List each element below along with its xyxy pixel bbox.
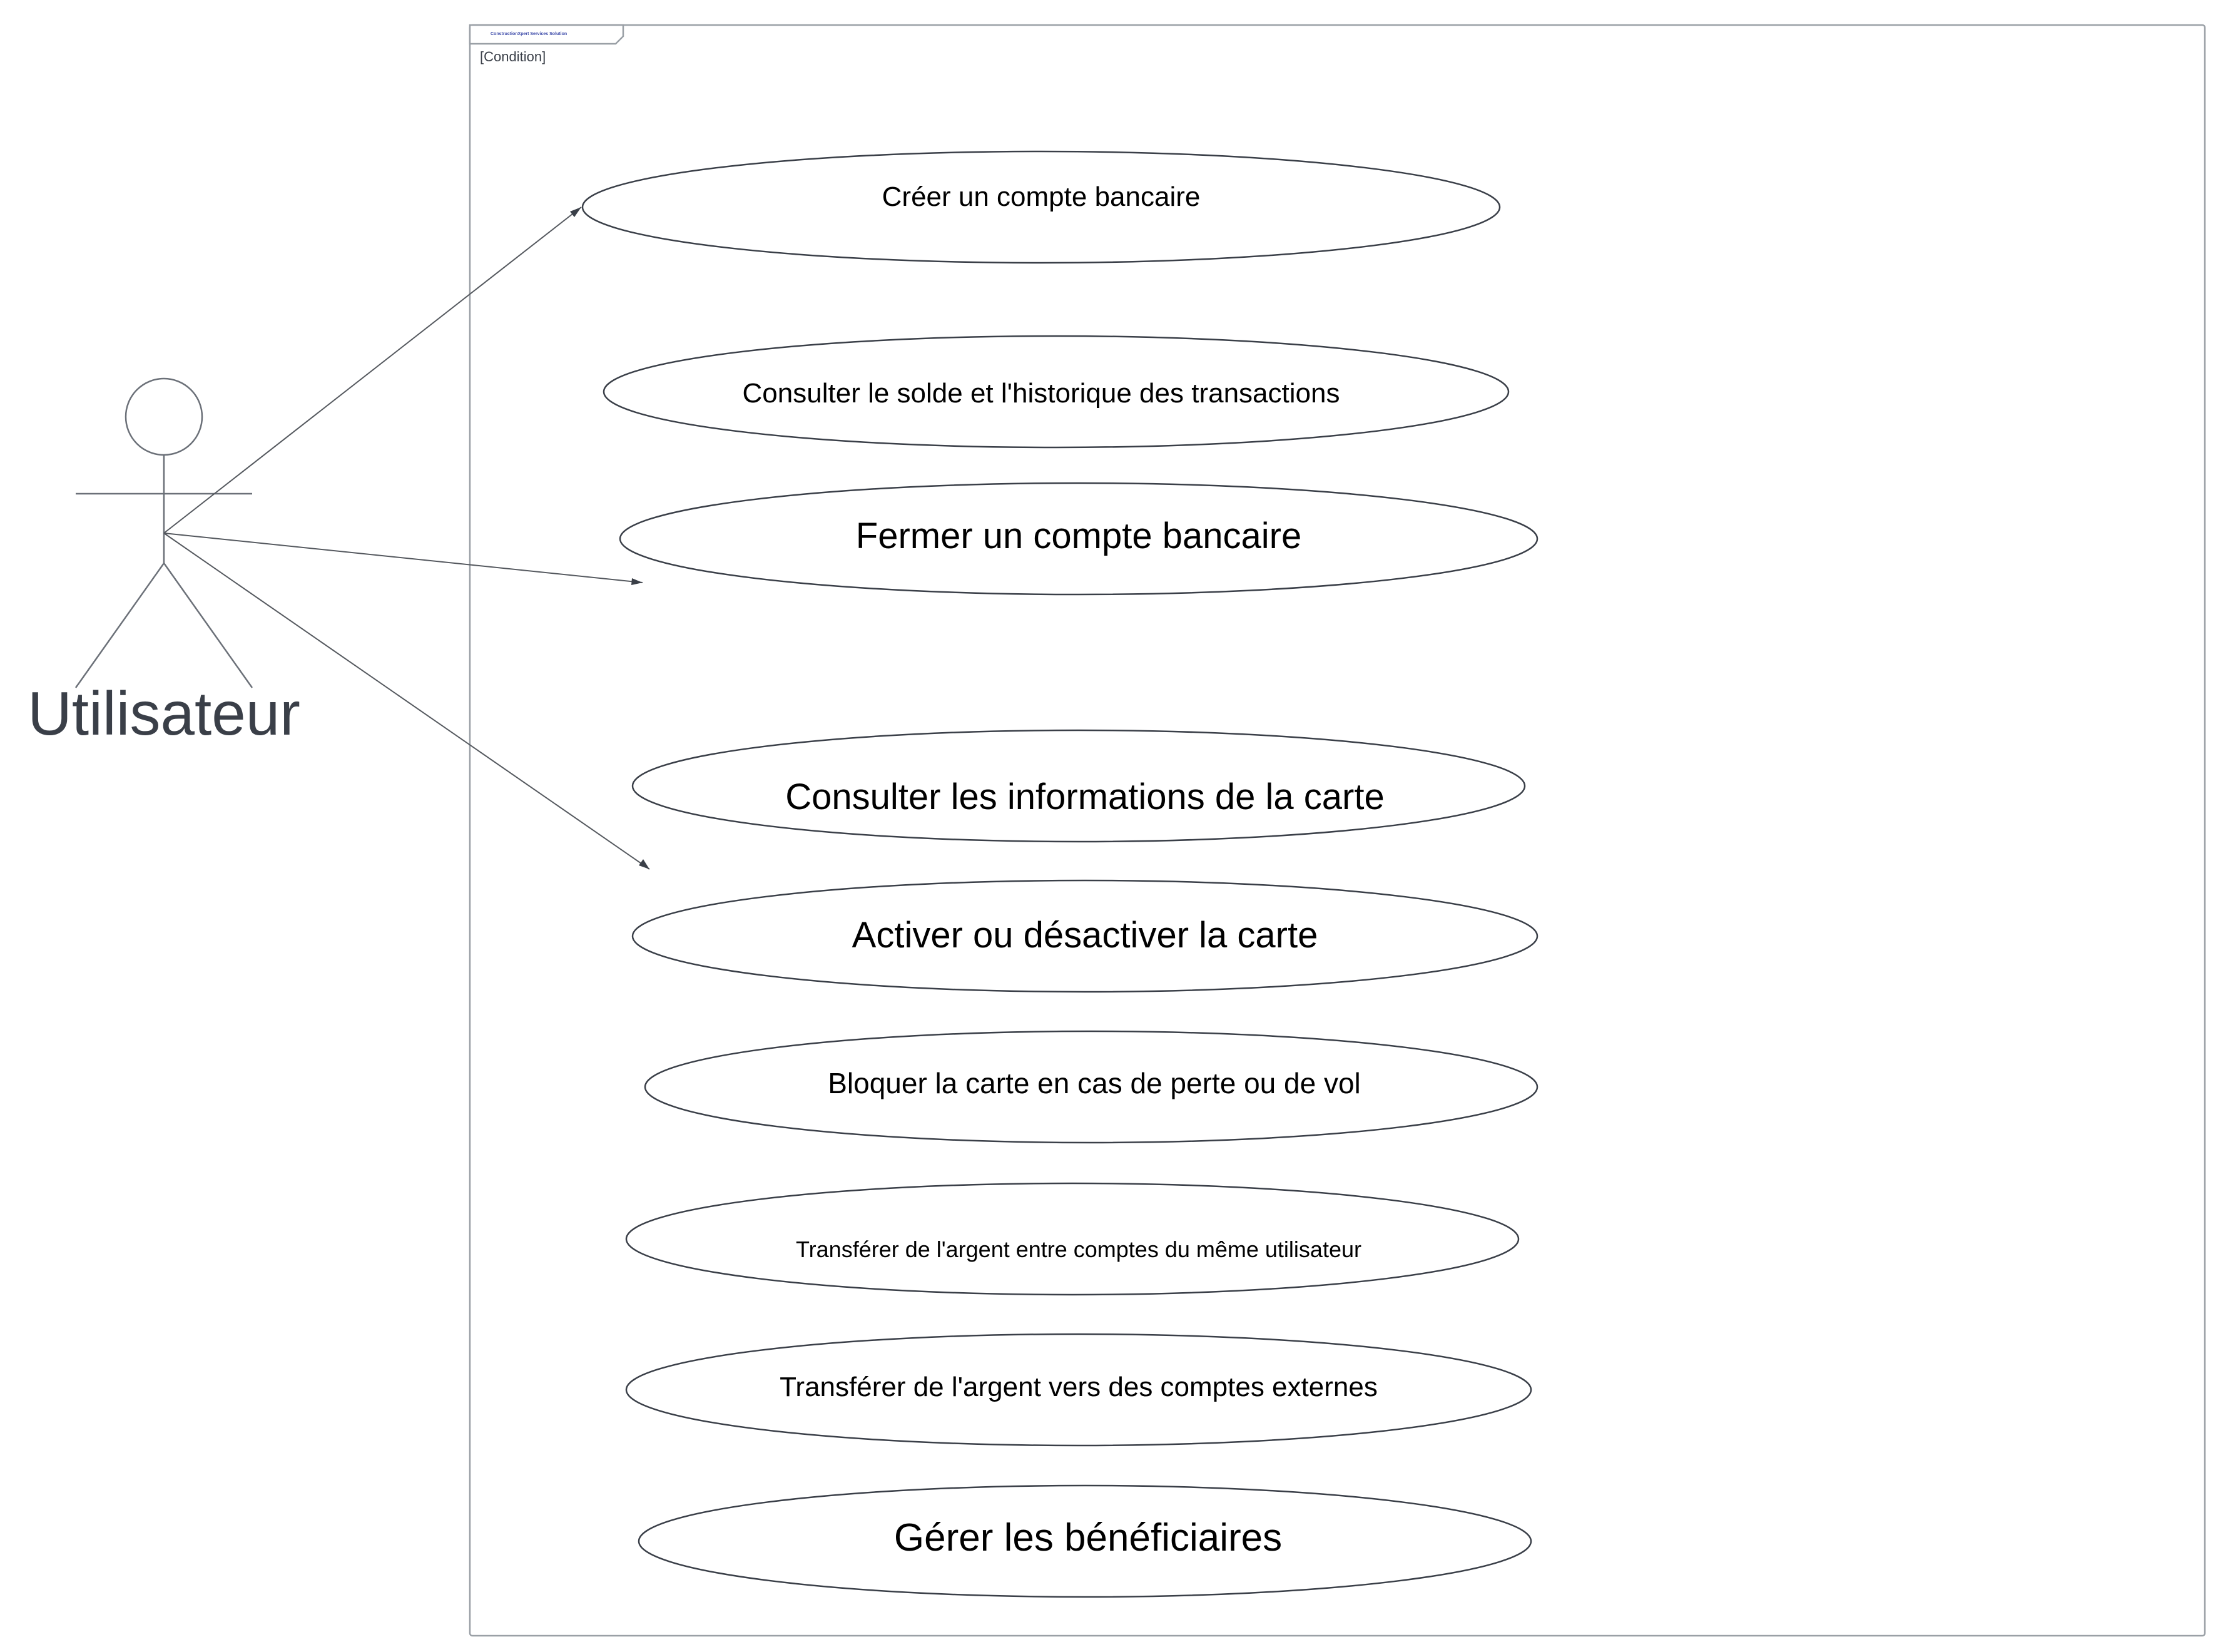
- use-case-label: Bloquer la carte en cas de perte ou de v…: [828, 1067, 1361, 1099]
- association-creer-compte[interactable]: [163, 206, 582, 534]
- actor-left-leg: [74, 563, 165, 688]
- use-case-transferer-interne[interactable]: Transférer de l'argent entre comptes du …: [625, 1182, 1520, 1296]
- use-case-ellipse: [619, 482, 1539, 596]
- actor-head: [125, 377, 203, 456]
- use-case-label: Fermer un compte bancaire: [856, 516, 1301, 556]
- use-case-label: Gérer les bénéficiaires: [894, 1516, 1282, 1559]
- use-case-label: Consulter le solde et l'historique des t…: [743, 378, 1340, 409]
- use-case-ellipse: [603, 335, 1510, 449]
- use-case-ellipse: [638, 1484, 1532, 1598]
- use-case-gerer-beneficiaires[interactable]: Gérer les bénéficiaires: [638, 1484, 1532, 1598]
- use-case-bloquer-carte[interactable]: Bloquer la carte en cas de perte ou de v…: [644, 1030, 1539, 1144]
- actor-utilisateur[interactable]: Utilisateur: [28, 377, 300, 748]
- use-case-consulter-solde[interactable]: Consulter le solde et l'historique des t…: [603, 335, 1510, 449]
- system-name-label: ConstructionXpert Services Solution: [491, 32, 567, 36]
- actor-right-leg: [163, 563, 253, 688]
- use-case-transferer-externe[interactable]: Transférer de l'argent vers des comptes …: [625, 1333, 1532, 1447]
- use-case-label: Consulter les informations de la carte: [785, 777, 1384, 817]
- use-case-ellipse: [644, 1030, 1539, 1144]
- use-case-ellipse: [625, 1182, 1520, 1296]
- use-case-activer-carte[interactable]: Activer ou désactiver la carte: [631, 879, 1539, 993]
- arrowhead-creer-compte: [570, 207, 581, 217]
- associations: [163, 206, 650, 870]
- actor-label: Utilisateur: [28, 679, 300, 748]
- use-case-ellipse: [581, 150, 1501, 264]
- use-case-creer-compte[interactable]: Créer un compte bancaire: [581, 150, 1501, 264]
- use-case-ellipse: [625, 1333, 1532, 1447]
- association-fermer-compte[interactable]: [163, 533, 643, 583]
- use-cases: Créer un compte bancaire Consulter le so…: [581, 150, 1539, 1598]
- use-case-label: Créer un compte bancaire: [882, 181, 1201, 212]
- guard-label: [Condition]: [480, 49, 546, 64]
- use-case-ellipse: [631, 729, 1526, 843]
- use-case-label: Transférer de l'argent entre comptes du …: [796, 1236, 1361, 1262]
- use-case-fermer-compte[interactable]: Fermer un compte bancaire: [619, 482, 1539, 596]
- arrowhead-activer-carte: [639, 859, 649, 869]
- use-case-label: Activer ou désactiver la carte: [852, 915, 1318, 956]
- use-case-ellipse: [631, 879, 1539, 993]
- use-case-label: Transférer de l'argent vers des comptes …: [780, 1372, 1378, 1402]
- system-name-tab: [469, 24, 624, 45]
- arrowhead-fermer-compte: [631, 578, 643, 585]
- use-case-consulter-carte[interactable]: Consulter les informations de la carte: [631, 729, 1526, 843]
- association-activer-carte[interactable]: [163, 533, 650, 870]
